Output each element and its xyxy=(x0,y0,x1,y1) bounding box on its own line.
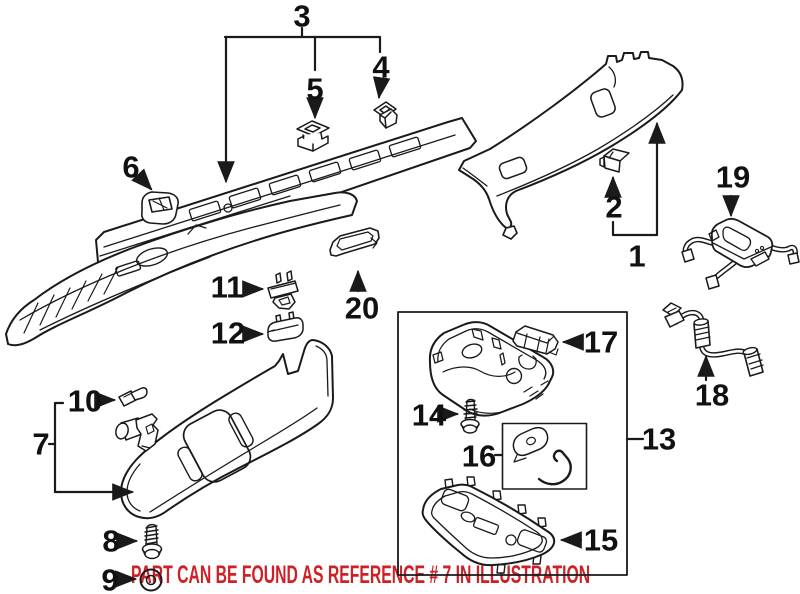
clip-4-drawing xyxy=(373,101,398,129)
module-19-drawing xyxy=(681,218,800,290)
switch-17-drawing xyxy=(512,325,559,356)
bracket-3 xyxy=(223,26,382,72)
bracket-7 xyxy=(47,401,65,494)
map-light-housing-drawing xyxy=(329,227,380,257)
clip-5-drawing xyxy=(296,120,330,152)
repair-kit-box-16 xyxy=(501,422,588,490)
screw-8-drawing xyxy=(141,523,163,560)
mounting-frame-15-drawing xyxy=(421,476,556,574)
sun-visor-drawing xyxy=(120,339,334,520)
parts-box-13 xyxy=(397,311,628,576)
visor-pivot-bracket-drawing xyxy=(115,413,159,452)
clip-6-drawing xyxy=(141,191,179,225)
harness-18-drawing xyxy=(662,302,764,377)
bracket-1 xyxy=(611,121,666,237)
grommet-9-drawing xyxy=(139,568,163,592)
clip-10-drawing xyxy=(118,387,148,407)
clip-2-drawing xyxy=(599,148,630,173)
clip-12-drawing xyxy=(267,311,304,342)
screw-14-drawing xyxy=(460,398,480,434)
headliner-trim-drawing xyxy=(5,191,358,347)
leader-lines xyxy=(47,26,740,588)
a-pillar-trim-drawing xyxy=(458,51,684,240)
clip-11-drawing xyxy=(267,270,299,310)
